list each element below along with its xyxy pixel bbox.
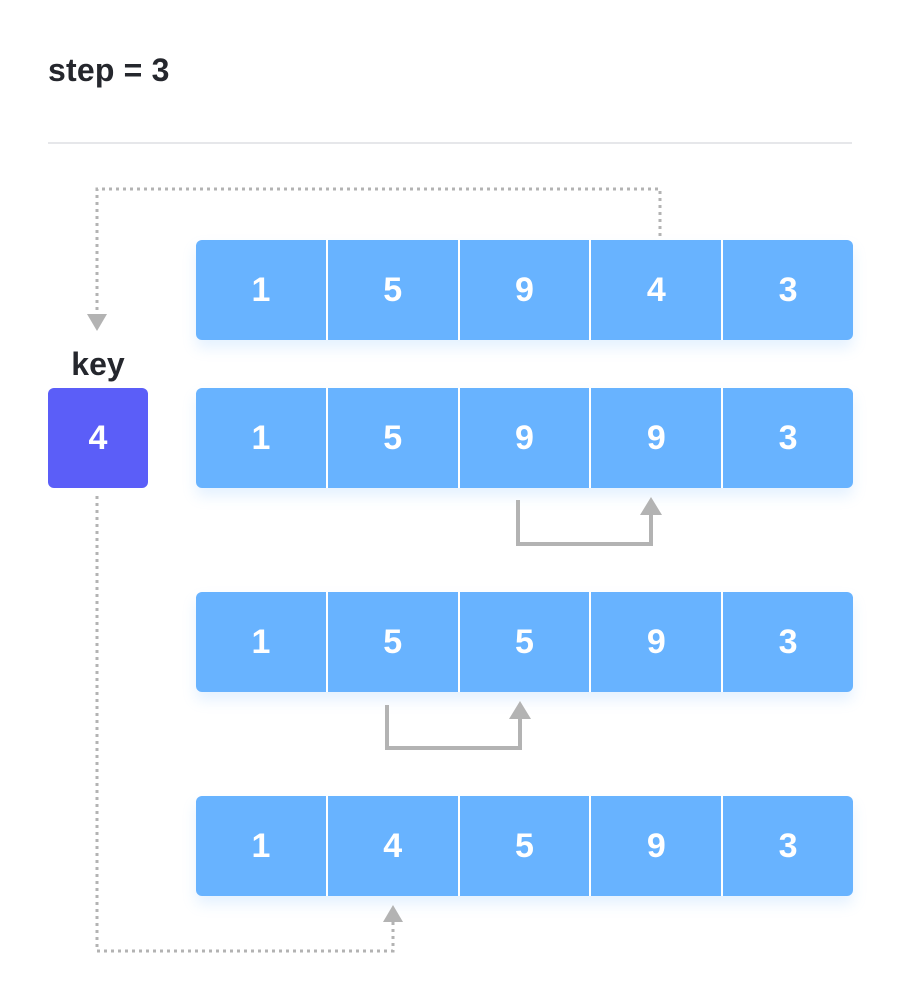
key-box: 4 <box>48 388 148 488</box>
row-1-cell-4: 4 <box>591 240 724 340</box>
row-2-cell-5: 3 <box>723 388 853 488</box>
key-value: 4 <box>88 418 108 457</box>
row-2-cell-4: 9 <box>591 388 724 488</box>
row-3-cell-2: 5 <box>327 592 460 692</box>
row-3-cell-3: 5 <box>459 592 592 692</box>
row-1-cell-1: 1 <box>196 240 328 340</box>
shift-arrow-2 <box>385 701 531 750</box>
row-3-cell-1: 1 <box>196 592 328 692</box>
row-1-cell-5: 3 <box>723 240 853 340</box>
row-3-cell-5: 3 <box>723 592 853 692</box>
key-label: key <box>71 346 125 382</box>
array-row-2: 1 5 9 9 3 <box>196 388 853 488</box>
row-4-cell-3: 5 <box>459 796 592 896</box>
array-row-3: 1 5 5 9 3 <box>196 592 853 692</box>
array-row-1: 1 5 9 4 3 <box>196 240 853 340</box>
row-4-cell-1: 1 <box>196 796 328 896</box>
row-4-cell-4: 9 <box>591 796 724 896</box>
row-2-cell-2: 5 <box>327 388 460 488</box>
shift-arrow-1 <box>516 497 662 546</box>
row-2-cell-3: 9 <box>459 388 592 488</box>
array-row-4: 1 4 5 9 3 <box>196 796 853 896</box>
page-title: step = 3 <box>48 52 170 88</box>
row-3-cell-4: 9 <box>591 592 724 692</box>
row-2-cell-1: 1 <box>196 388 328 488</box>
row-1-cell-2: 5 <box>327 240 460 340</box>
divider <box>48 142 852 144</box>
row-1-cell-3: 9 <box>459 240 592 340</box>
row-4-cell-5: 3 <box>723 796 853 896</box>
row-4-cell-2: 4 <box>327 796 460 896</box>
